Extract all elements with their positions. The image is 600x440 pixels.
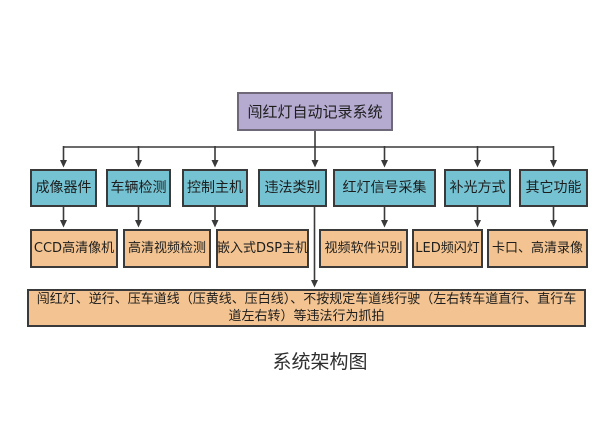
node-violation-behaviors: 闯红灯、逆行、压车道线（压黄线、压白线）、不按规定车道线行驶（左右转车道直行、直… (27, 289, 586, 327)
node-imaging-device: 成像器件 (30, 169, 97, 207)
node-supplementary-light: 补光方式 (444, 169, 511, 207)
node-other-functions: 其它功能 (519, 169, 588, 207)
node-vehicle-detection: 车辆检测 (106, 169, 171, 207)
node-ccd-hd-camera: CCD高清像机 (30, 229, 118, 268)
diagram-caption: 系统架构图 (272, 351, 368, 373)
node-violation-category: 违法类别 (258, 169, 327, 207)
node-root: 闯红灯自动记录系统 (237, 92, 393, 131)
node-embedded-dsp-host: 嵌入式DSP主机 (216, 229, 309, 268)
node-hd-video-detection: 高清视频检测 (123, 229, 211, 268)
node-checkpoint-hd-recording: 卡口、高清录像 (487, 229, 588, 268)
node-video-software-recognition: 视频软件识别 (319, 229, 408, 268)
node-led-strobe-light: LED频闪灯 (412, 229, 483, 268)
node-control-host: 控制主机 (182, 169, 248, 207)
node-red-light-signal-capture: 红灯信号采集 (333, 169, 436, 207)
